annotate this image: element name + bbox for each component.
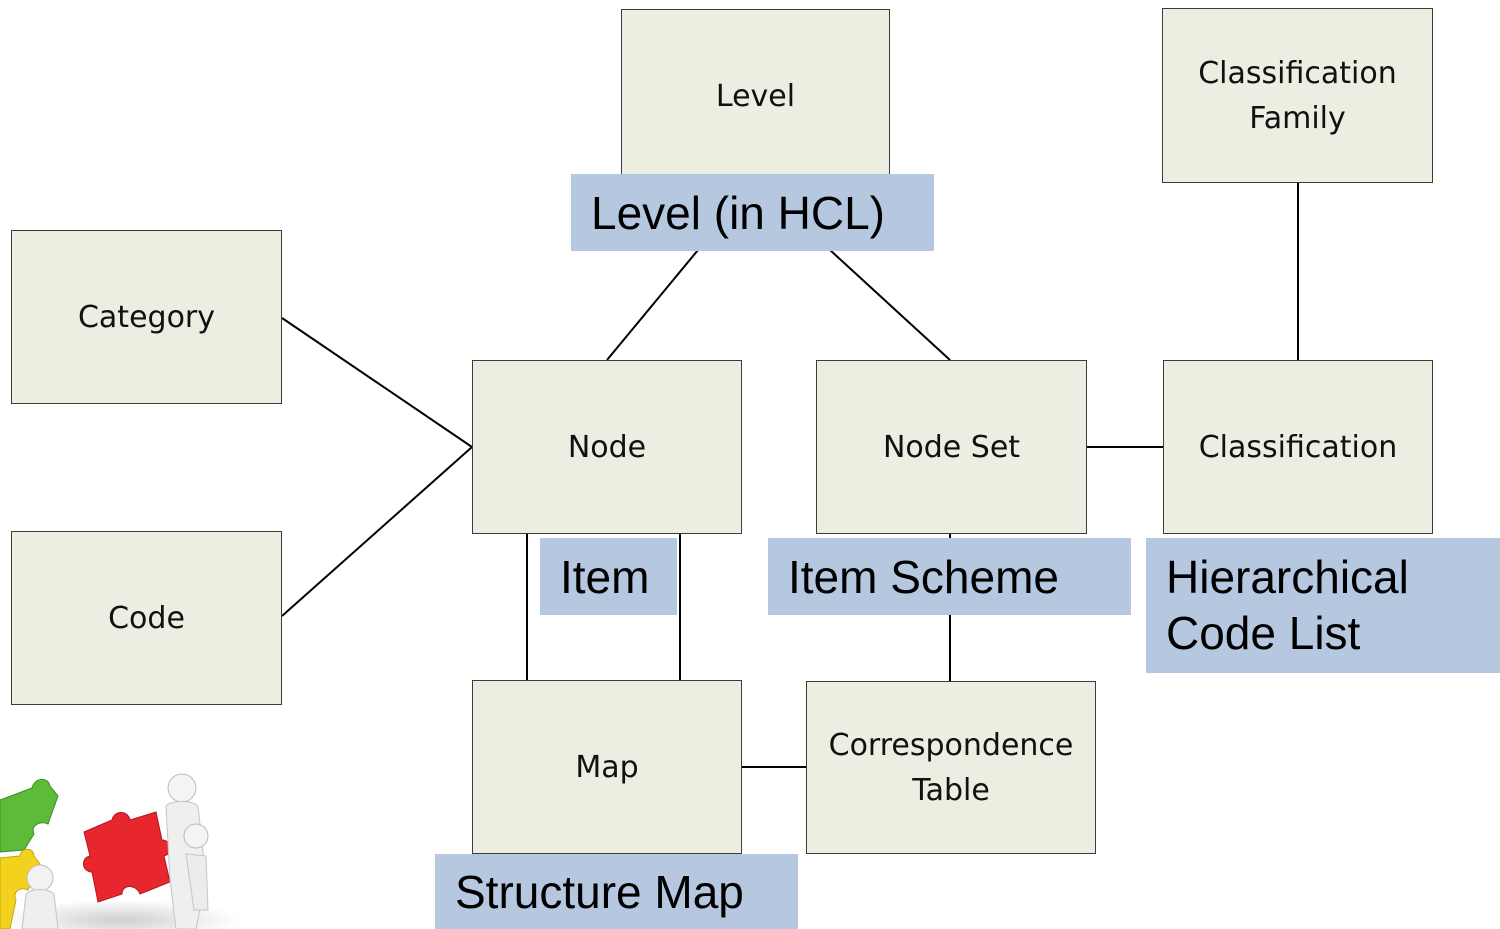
classification-box-label: Classification bbox=[1198, 429, 1398, 465]
node-box-label: Node bbox=[567, 429, 647, 465]
map-box: Map bbox=[472, 680, 742, 854]
hierarchical-code-list-label: Hierarchical Code List bbox=[1146, 538, 1500, 673]
puzzle-figures-illustration bbox=[0, 773, 240, 929]
node-set-box-label: Node Set bbox=[882, 429, 1021, 465]
classification-family-box: Classification Family bbox=[1162, 8, 1433, 183]
node-set-box: Node Set bbox=[816, 360, 1087, 534]
green-puzzle-piece bbox=[0, 779, 59, 853]
figure-head-right bbox=[167, 773, 197, 803]
item-label: Item bbox=[540, 538, 677, 615]
connector-code-node bbox=[281, 446, 473, 617]
map-box-label: Map bbox=[575, 749, 639, 785]
level-box-label: Level bbox=[715, 78, 796, 114]
level-box: Level bbox=[621, 9, 890, 183]
node-box: Node bbox=[472, 360, 742, 534]
item-scheme-label: Item Scheme bbox=[768, 538, 1131, 615]
correspondence-table-box: Correspondence Table bbox=[806, 681, 1096, 854]
category-box-label: Category bbox=[77, 299, 216, 335]
correspondence-table-box-label: Correspondence Table bbox=[828, 727, 1074, 808]
classification-box: Classification bbox=[1163, 360, 1433, 534]
classification-family-box-label: Classification Family bbox=[1198, 55, 1397, 136]
connector-level-node bbox=[606, 249, 699, 361]
figure-head-left bbox=[26, 864, 54, 892]
category-box: Category bbox=[11, 230, 282, 404]
code-box-label: Code bbox=[108, 600, 185, 636]
structure-map-label: Structure Map bbox=[435, 854, 798, 929]
code-box: Code bbox=[11, 531, 282, 705]
red-puzzle-piece bbox=[83, 811, 171, 903]
connector-level-nodeset bbox=[829, 249, 951, 361]
level-in-hcl-label: Level (in HCL) bbox=[571, 174, 934, 251]
connector-category-node bbox=[281, 317, 473, 448]
